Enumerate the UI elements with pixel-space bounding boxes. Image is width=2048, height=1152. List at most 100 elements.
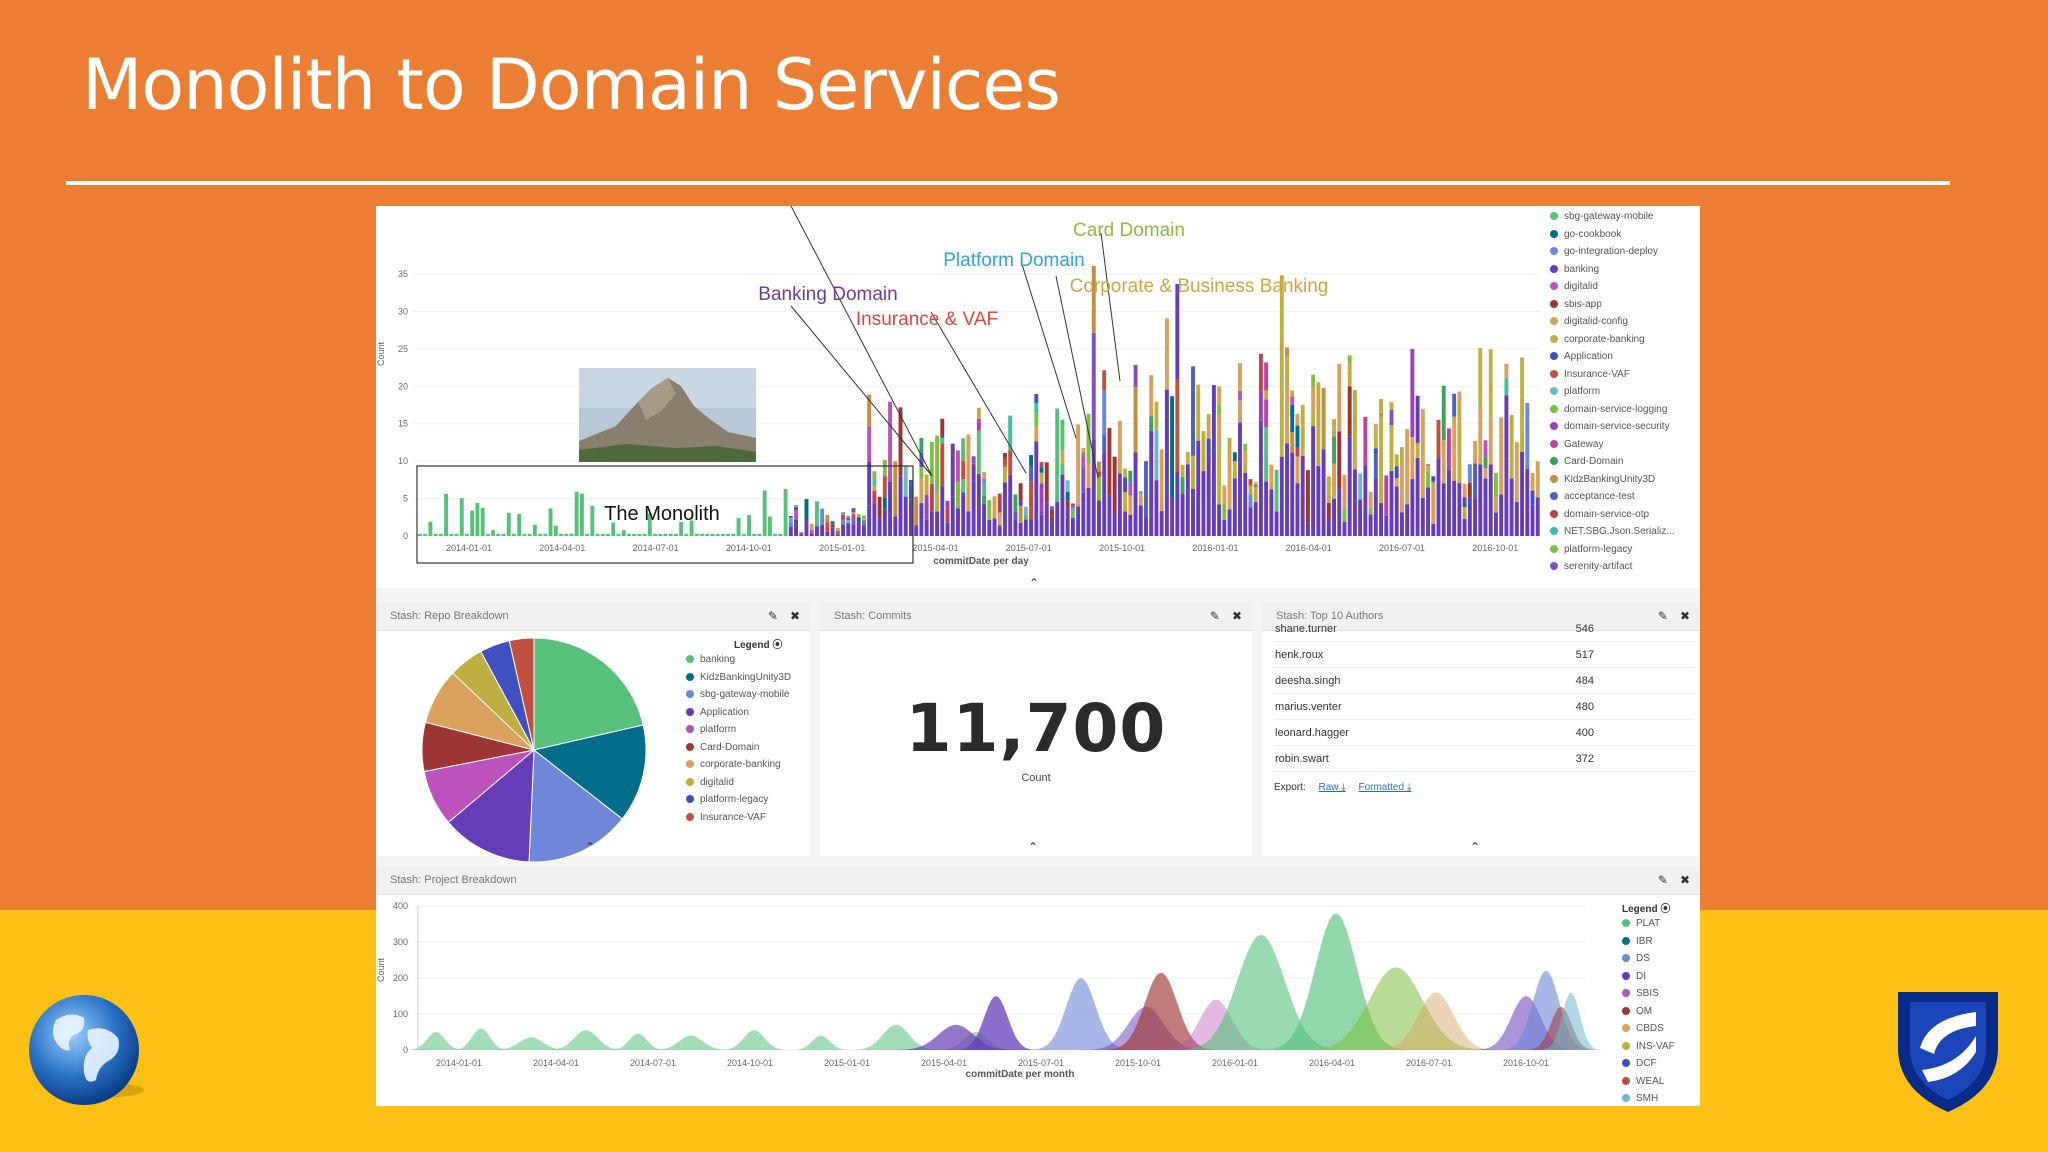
bar-segment (1264, 481, 1269, 536)
bar-segment (783, 488, 788, 536)
legend-item[interactable]: platform-legacy (1550, 541, 1675, 559)
bar-segment (574, 491, 579, 536)
y-tick-label: 15 (398, 419, 408, 429)
export-formatted-link[interactable]: Formatted ⤓ (1358, 782, 1412, 793)
bar-segment (1493, 512, 1498, 536)
legend-item[interactable]: digitalid-config (1550, 313, 1675, 331)
circle-icon[interactable]: ⦿ (772, 640, 783, 651)
legend-item[interactable]: DI (1622, 968, 1675, 986)
pencil-icon[interactable]: ✎ (1209, 609, 1220, 623)
bar-segment (480, 507, 485, 536)
legend-item[interactable]: domain-service-otp (1550, 506, 1675, 524)
pencil-icon[interactable]: ✎ (767, 609, 778, 623)
legend-label: SBIS (1636, 988, 1659, 999)
legend-item[interactable]: SMH (1622, 1090, 1675, 1108)
legend-item[interactable]: banking (686, 651, 791, 669)
bar-segment (1384, 515, 1389, 536)
legend-item[interactable]: platform (1550, 383, 1675, 401)
legend-item[interactable]: PLAT (1622, 915, 1675, 933)
legend-item[interactable]: Card-Domain (686, 739, 791, 757)
legend-item[interactable]: platform-legacy (686, 791, 791, 809)
bar-segment (1457, 483, 1462, 536)
bar-segment (1175, 471, 1180, 536)
legend-item[interactable]: IBR (1622, 933, 1675, 951)
bar-segment (1008, 450, 1013, 475)
legend-item[interactable]: INS-VAF (1622, 1038, 1675, 1056)
pencil-icon[interactable]: ✎ (1657, 873, 1668, 887)
bar-segment (1091, 332, 1096, 440)
chevron-up-icon[interactable]: ⌃ (1028, 840, 1039, 854)
legend-item[interactable]: Insurance-VAF (1550, 366, 1675, 384)
bar-segment (1520, 451, 1525, 536)
bar-segment (1065, 507, 1070, 536)
legend-item[interactable]: WEAL (1622, 1073, 1675, 1091)
legend-item[interactable]: sbg-gateway-mobile (1550, 208, 1675, 226)
legend-item[interactable]: corporate-banking (1550, 331, 1675, 349)
bar-segment (1305, 470, 1310, 523)
bar-segment (841, 519, 846, 526)
legend-item[interactable]: KidzBankingUnity3D (686, 669, 791, 687)
legend-item[interactable]: OM (1622, 1003, 1675, 1021)
chevron-up-icon[interactable]: ⌃ (1029, 576, 1039, 590)
close-icon[interactable]: ✖ (1231, 609, 1242, 623)
x-tick-label: 2015-01-01 (824, 1058, 870, 1068)
chevron-up-icon[interactable]: ⌃ (585, 840, 596, 854)
bar-segment (1431, 494, 1436, 525)
legend-item[interactable]: DS (1622, 950, 1675, 968)
legend-item[interactable]: NET.SBG.Json.Serializ... (1550, 523, 1675, 541)
legend-item[interactable]: sbis-app (1550, 296, 1675, 314)
legend-item[interactable]: CBDS (1622, 1020, 1675, 1038)
legend-item[interactable]: go-cookbook (1550, 226, 1675, 244)
legend-item[interactable]: Application (686, 704, 791, 722)
legend-item[interactable]: corporate-banking (686, 756, 791, 774)
legend-item[interactable]: domain-service-security (1550, 418, 1675, 436)
bar-segment (841, 513, 846, 515)
circle-icon[interactable]: ⦿ (1660, 904, 1671, 915)
legend-item[interactable]: digitalid (686, 774, 791, 792)
legend-item[interactable]: Insurance-VAF (686, 809, 791, 827)
bar-segment (924, 519, 929, 536)
bar-segment (1514, 442, 1519, 502)
chevron-up-icon[interactable]: ⌃ (1470, 840, 1481, 854)
bar-segment (971, 481, 976, 536)
bar-segment (1149, 449, 1154, 536)
bar-segment (1499, 429, 1504, 440)
legend-item[interactable]: platform (686, 721, 791, 739)
close-icon[interactable]: ✖ (789, 609, 800, 623)
legend-item[interactable]: banking (1550, 261, 1675, 279)
bar-segment (945, 500, 950, 508)
legend-item[interactable]: go-integration-deploy (1550, 243, 1675, 261)
legend-item[interactable]: sbg-gateway-mobile (686, 686, 791, 704)
bar-segment (527, 533, 532, 536)
legend-item[interactable]: KidzBankingUnity3D (1550, 471, 1675, 489)
area-series (719, 1030, 789, 1050)
bar-segment (992, 526, 997, 536)
legend-item[interactable]: Application (1550, 348, 1675, 366)
legend-item[interactable]: domain-service-logging (1550, 401, 1675, 419)
x-tick-label: 2014-04-01 (539, 543, 585, 553)
legend-dot-icon (1550, 299, 1558, 308)
bar-segment (945, 522, 950, 536)
bar-segment (908, 479, 913, 483)
bar-segment (1034, 393, 1039, 403)
legend-label: Card-Domain (1564, 456, 1624, 467)
legend-item[interactable]: Card-Domain (1550, 453, 1675, 471)
bar-segment (1342, 521, 1347, 536)
x-tick-label: 2016-07-01 (1379, 543, 1425, 553)
bar-segment (1389, 402, 1394, 410)
legend-item[interactable]: digitalid (1550, 278, 1675, 296)
legend-item[interactable]: serenity-artifact (1550, 558, 1675, 576)
bar-segment (1159, 449, 1164, 511)
legend-item[interactable]: SBIS (1622, 985, 1675, 1003)
legend-title: Legend ⦿ (1622, 904, 1671, 915)
close-icon[interactable]: ✖ (1679, 873, 1690, 887)
legend-item[interactable]: DCF (1622, 1055, 1675, 1073)
export-raw-link[interactable]: Raw ⤓ (1318, 782, 1346, 793)
legend-item[interactable]: acceptance-test (1550, 488, 1675, 506)
bar-segment (1253, 486, 1258, 490)
legend-item[interactable]: Gateway (1550, 436, 1675, 454)
bar-segment (919, 438, 924, 453)
